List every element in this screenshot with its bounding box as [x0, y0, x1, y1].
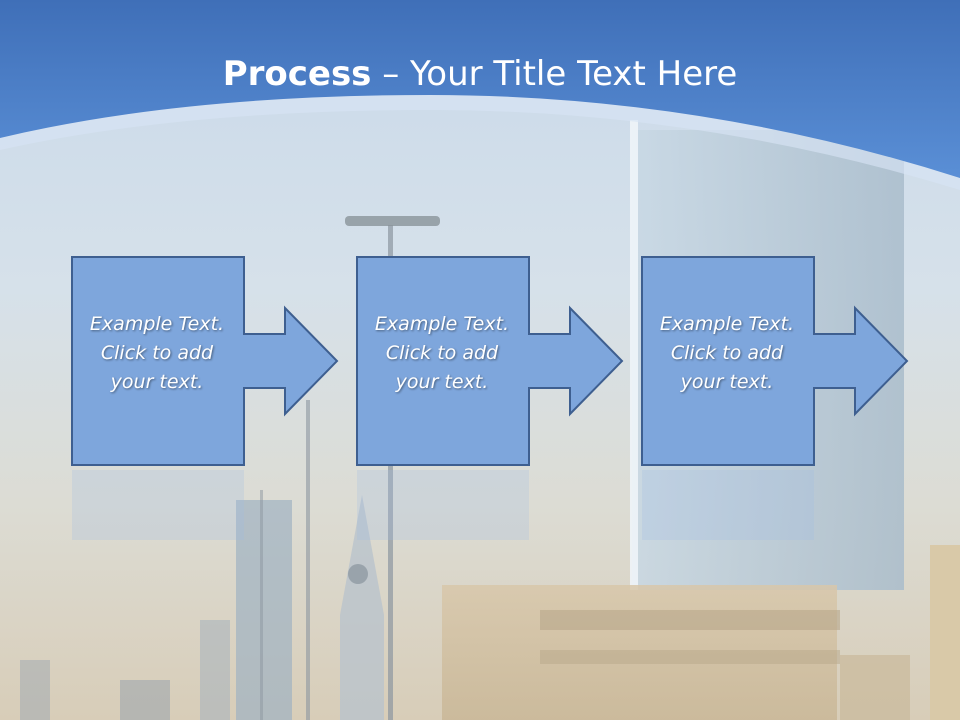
- step-text: Example Text. Click to add your text.: [659, 313, 795, 393]
- step-arrow-shape: [71, 256, 339, 466]
- title-rest: – Your Title Text Here: [371, 54, 738, 94]
- step-text: Example Text. Click to add your text.: [89, 313, 225, 393]
- title-bold: Process: [222, 54, 372, 94]
- step-text: Example Text. Click to add your text.: [374, 313, 510, 393]
- process-step-1[interactable]: Example Text. Click to add your text.: [71, 256, 339, 466]
- slide-title[interactable]: Process – Your Title Text Here: [0, 50, 960, 98]
- step-arrow-shape: [641, 256, 909, 466]
- process-step-3[interactable]: Example Text. Click to add your text.: [641, 256, 909, 466]
- process-step-2[interactable]: Example Text. Click to add your text.: [356, 256, 624, 466]
- step-arrow-shape: [356, 256, 624, 466]
